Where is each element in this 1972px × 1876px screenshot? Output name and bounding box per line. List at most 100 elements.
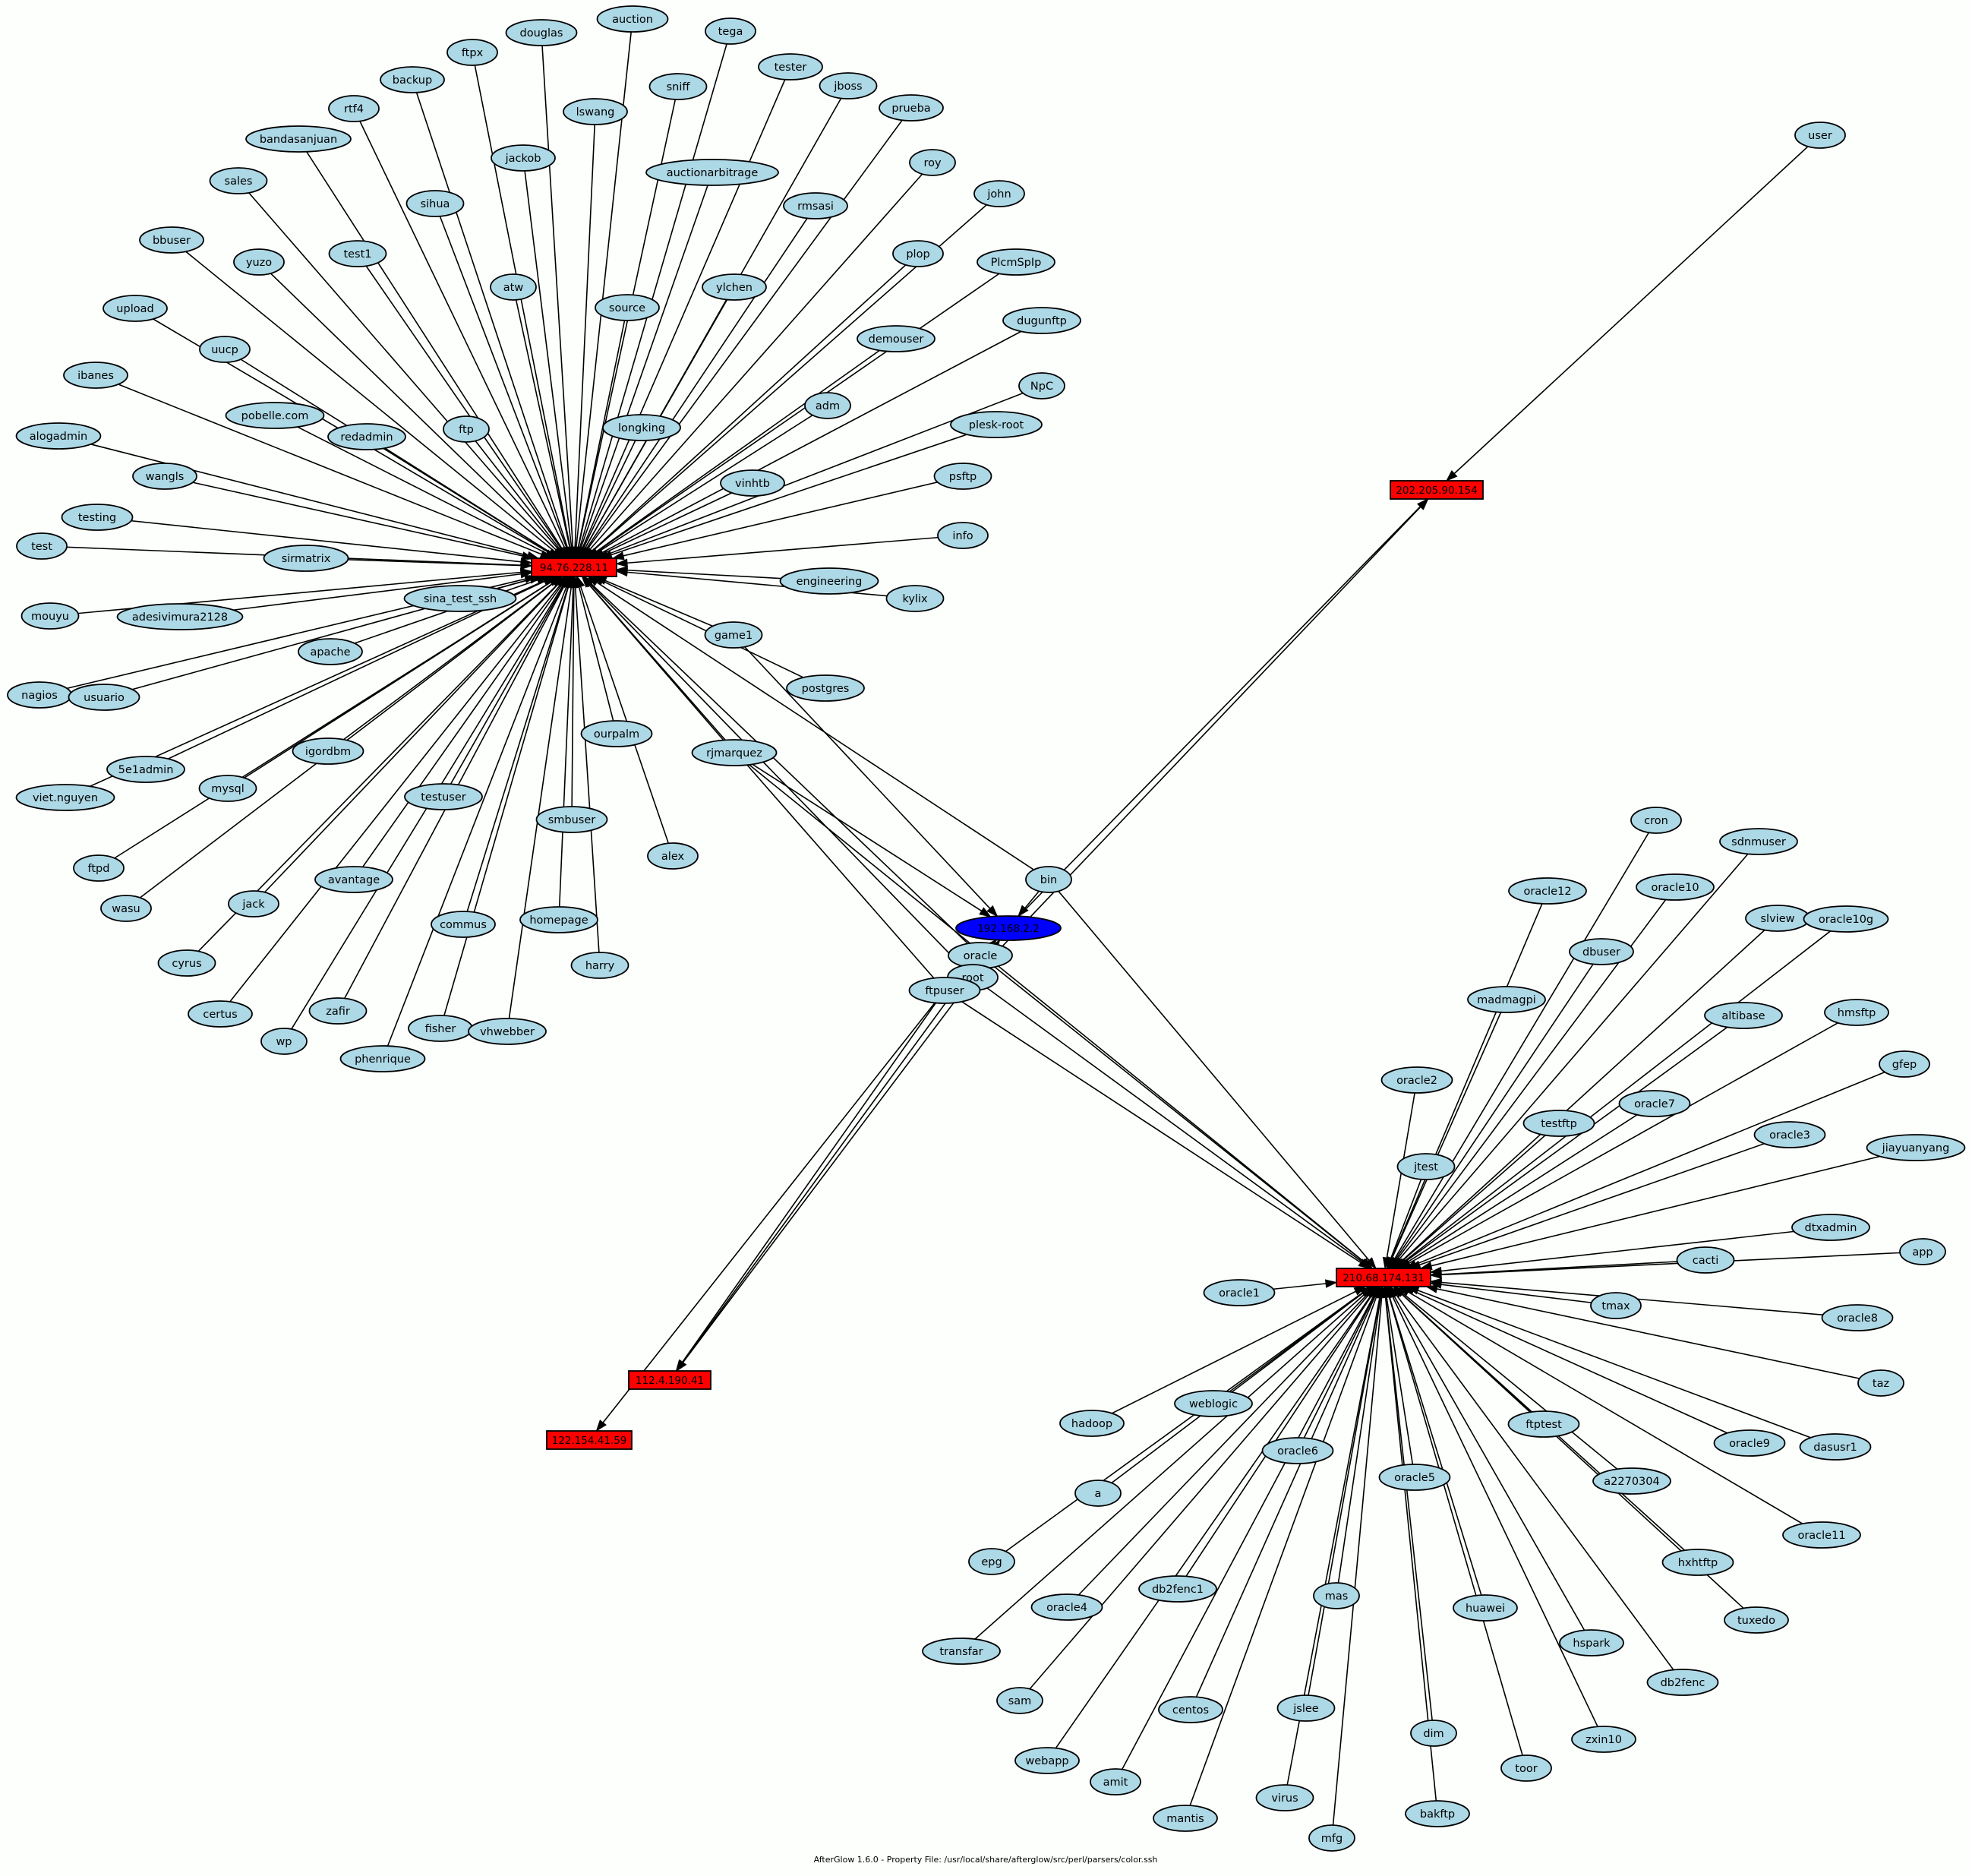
user-node-epg[interactable]: epg [968, 1548, 1015, 1575]
user-node-game1[interactable]: game1 [704, 621, 763, 649]
user-node-mantis[interactable]: mantis [1153, 1805, 1218, 1832]
user-node-apache[interactable]: apache [298, 638, 363, 665]
user-node-npc[interactable]: NpC [1018, 372, 1065, 400]
user-node-certus[interactable]: certus [188, 1000, 253, 1028]
user-node-a[interactable]: a [1074, 1480, 1122, 1507]
user-node-centos[interactable]: centos [1158, 1696, 1223, 1723]
user-node-dbuser[interactable]: dbuser [1569, 938, 1634, 965]
user-node-viet-nguyen[interactable]: viet.nguyen [15, 784, 115, 811]
user-node-uucp[interactable]: uucp [199, 336, 251, 363]
user-node-oracle5[interactable]: oracle5 [1378, 1464, 1451, 1491]
user-node-sniff[interactable]: sniff [648, 73, 708, 100]
user-node-commus[interactable]: commus [431, 911, 496, 938]
user-node-jslee[interactable]: jslee [1276, 1694, 1336, 1722]
user-node-sales[interactable]: sales [209, 167, 268, 194]
user-node-sdnmuser[interactable]: sdnmuser [1719, 828, 1798, 855]
user-node-oracle4[interactable]: oracle4 [1030, 1593, 1103, 1621]
user-node-madmagpi[interactable]: madmagpi [1467, 986, 1546, 1013]
user-node-oracle8[interactable]: oracle8 [1821, 1304, 1894, 1331]
user-node-psftp[interactable]: psftp [933, 463, 992, 490]
user-node-adesivimura2128[interactable]: adesivimura2128 [116, 603, 244, 630]
user-node-jboss[interactable]: jboss [819, 72, 878, 99]
user-node-ylchen[interactable]: ylchen [702, 273, 767, 301]
user-node-vhwebber[interactable]: vhwebber [468, 1018, 547, 1045]
user-node-gfep[interactable]: gfep [1879, 1050, 1930, 1078]
user-node-smbuser[interactable]: smbuser [535, 806, 608, 833]
user-node-ibanes[interactable]: ibanes [63, 362, 128, 389]
user-node-cron[interactable]: cron [1630, 807, 1682, 834]
user-node-longking[interactable]: longking [602, 414, 681, 441]
user-node-info[interactable]: info [937, 522, 989, 549]
user-node-bakftp[interactable]: bakftp [1405, 1800, 1470, 1827]
user-node-roy[interactable]: roy [909, 149, 956, 176]
user-node-harry[interactable]: harry [570, 952, 629, 979]
user-node-sirmatrix[interactable]: sirmatrix [263, 545, 349, 572]
user-node-bbuser[interactable]: bbuser [139, 226, 204, 254]
user-node-ftpd[interactable]: ftpd [73, 854, 125, 882]
user-node-douglas[interactable]: douglas [505, 19, 578, 46]
user-node-amit[interactable]: amit [1090, 1768, 1141, 1795]
user-node-virus[interactable]: virus [1255, 1784, 1314, 1811]
user-node-oracle9[interactable]: oracle9 [1713, 1429, 1786, 1457]
user-node-wp[interactable]: wp [260, 1028, 308, 1055]
user-node-oracle11[interactable]: oracle11 [1782, 1521, 1861, 1549]
user-node-lswang[interactable]: lswang [563, 98, 628, 125]
user-node-zafir[interactable]: zafir [308, 997, 368, 1025]
source-node-94-76-228-11[interactable]: 94.76.228.11 [531, 557, 617, 577]
user-node-hadoop[interactable]: hadoop [1059, 1410, 1125, 1437]
user-node-upload[interactable]: upload [103, 295, 168, 322]
user-node-cyrus[interactable]: cyrus [157, 949, 216, 977]
user-node-a2270304[interactable]: a2270304 [1592, 1467, 1671, 1495]
user-node-adm[interactable]: adm [804, 392, 851, 419]
user-node-weblogic[interactable]: weblogic [1174, 1390, 1253, 1417]
user-node-tmax[interactable]: tmax [1590, 1292, 1642, 1319]
source-node-122-154-41-59[interactable]: 122.154.41.59 [546, 1430, 633, 1450]
user-node-sina-test-ssh[interactable]: sina_test_ssh [403, 585, 517, 612]
user-node-backup[interactable]: backup [380, 66, 445, 93]
user-node-mysql[interactable]: mysql [198, 775, 257, 802]
user-node-alex[interactable]: alex [647, 842, 699, 870]
user-node-5e1admin[interactable]: 5e1admin [106, 756, 185, 783]
user-node-igordbm[interactable]: igordbm [292, 737, 364, 765]
user-node-oracle10[interactable]: oracle10 [1636, 873, 1715, 901]
user-node-rtf4[interactable]: rtf4 [328, 95, 380, 122]
user-node-phenrique[interactable]: phenrique [339, 1045, 426, 1072]
user-node-test1[interactable]: test1 [328, 240, 387, 267]
user-node-db2fenc[interactable]: db2fenc [1646, 1669, 1719, 1696]
user-node-ftp[interactable]: ftp [443, 415, 490, 443]
user-node-toor[interactable]: toor [1500, 1754, 1552, 1782]
user-node-wasu[interactable]: wasu [100, 895, 152, 922]
user-node-ftpx[interactable]: ftpx [446, 39, 498, 66]
user-node-dim[interactable]: dim [1410, 1720, 1457, 1747]
user-node-pobelle-com[interactable]: pobelle.com [225, 402, 325, 429]
user-node-transfar[interactable]: transfar [922, 1638, 1001, 1665]
user-node-avantage[interactable]: avantage [314, 866, 393, 893]
user-node-oracle10g[interactable]: oracle10g [1803, 905, 1889, 933]
user-node-mas[interactable]: mas [1313, 1582, 1360, 1609]
user-node-bin[interactable]: bin [1025, 866, 1072, 893]
user-node-dtxadmin[interactable]: dtxadmin [1791, 1214, 1870, 1241]
user-node-ftptest[interactable]: ftptest [1507, 1410, 1580, 1438]
user-node-dugunftp[interactable]: dugunftp [1002, 307, 1081, 334]
user-node-jackob[interactable]: jackob [491, 144, 556, 172]
user-node-kylix[interactable]: kylix [885, 585, 945, 612]
user-node-slview[interactable]: slview [1745, 905, 1810, 932]
source-node-112-4-190-41[interactable]: 112.4.190.41 [628, 1370, 711, 1390]
user-node-webapp[interactable]: webapp [1014, 1747, 1080, 1774]
source-node-210-68-174-131[interactable]: 210.68.174.131 [1336, 1268, 1431, 1287]
user-node-vinhtb[interactable]: vinhtb [720, 469, 785, 497]
user-node-jack[interactable]: jack [228, 890, 279, 917]
user-node-huawei[interactable]: huawei [1453, 1594, 1518, 1622]
user-node-usuario[interactable]: usuario [68, 684, 140, 711]
user-node-demouser[interactable]: demouser [857, 325, 936, 352]
user-node-plesk-root[interactable]: plesk-root [950, 411, 1043, 438]
user-node-taz[interactable]: taz [1857, 1369, 1904, 1397]
user-node-test[interactable]: test [16, 532, 68, 560]
user-node-homepage[interactable]: homepage [519, 906, 598, 933]
user-node-auction[interactable]: auction [596, 5, 669, 33]
user-node-hspark[interactable]: hspark [1559, 1629, 1624, 1657]
user-node-oracle3[interactable]: oracle3 [1753, 1121, 1826, 1148]
user-node-app[interactable]: app [1899, 1238, 1946, 1265]
user-node-jtest[interactable]: jtest [1396, 1153, 1456, 1180]
user-node-hmsftp[interactable]: hmsftp [1824, 999, 1889, 1026]
